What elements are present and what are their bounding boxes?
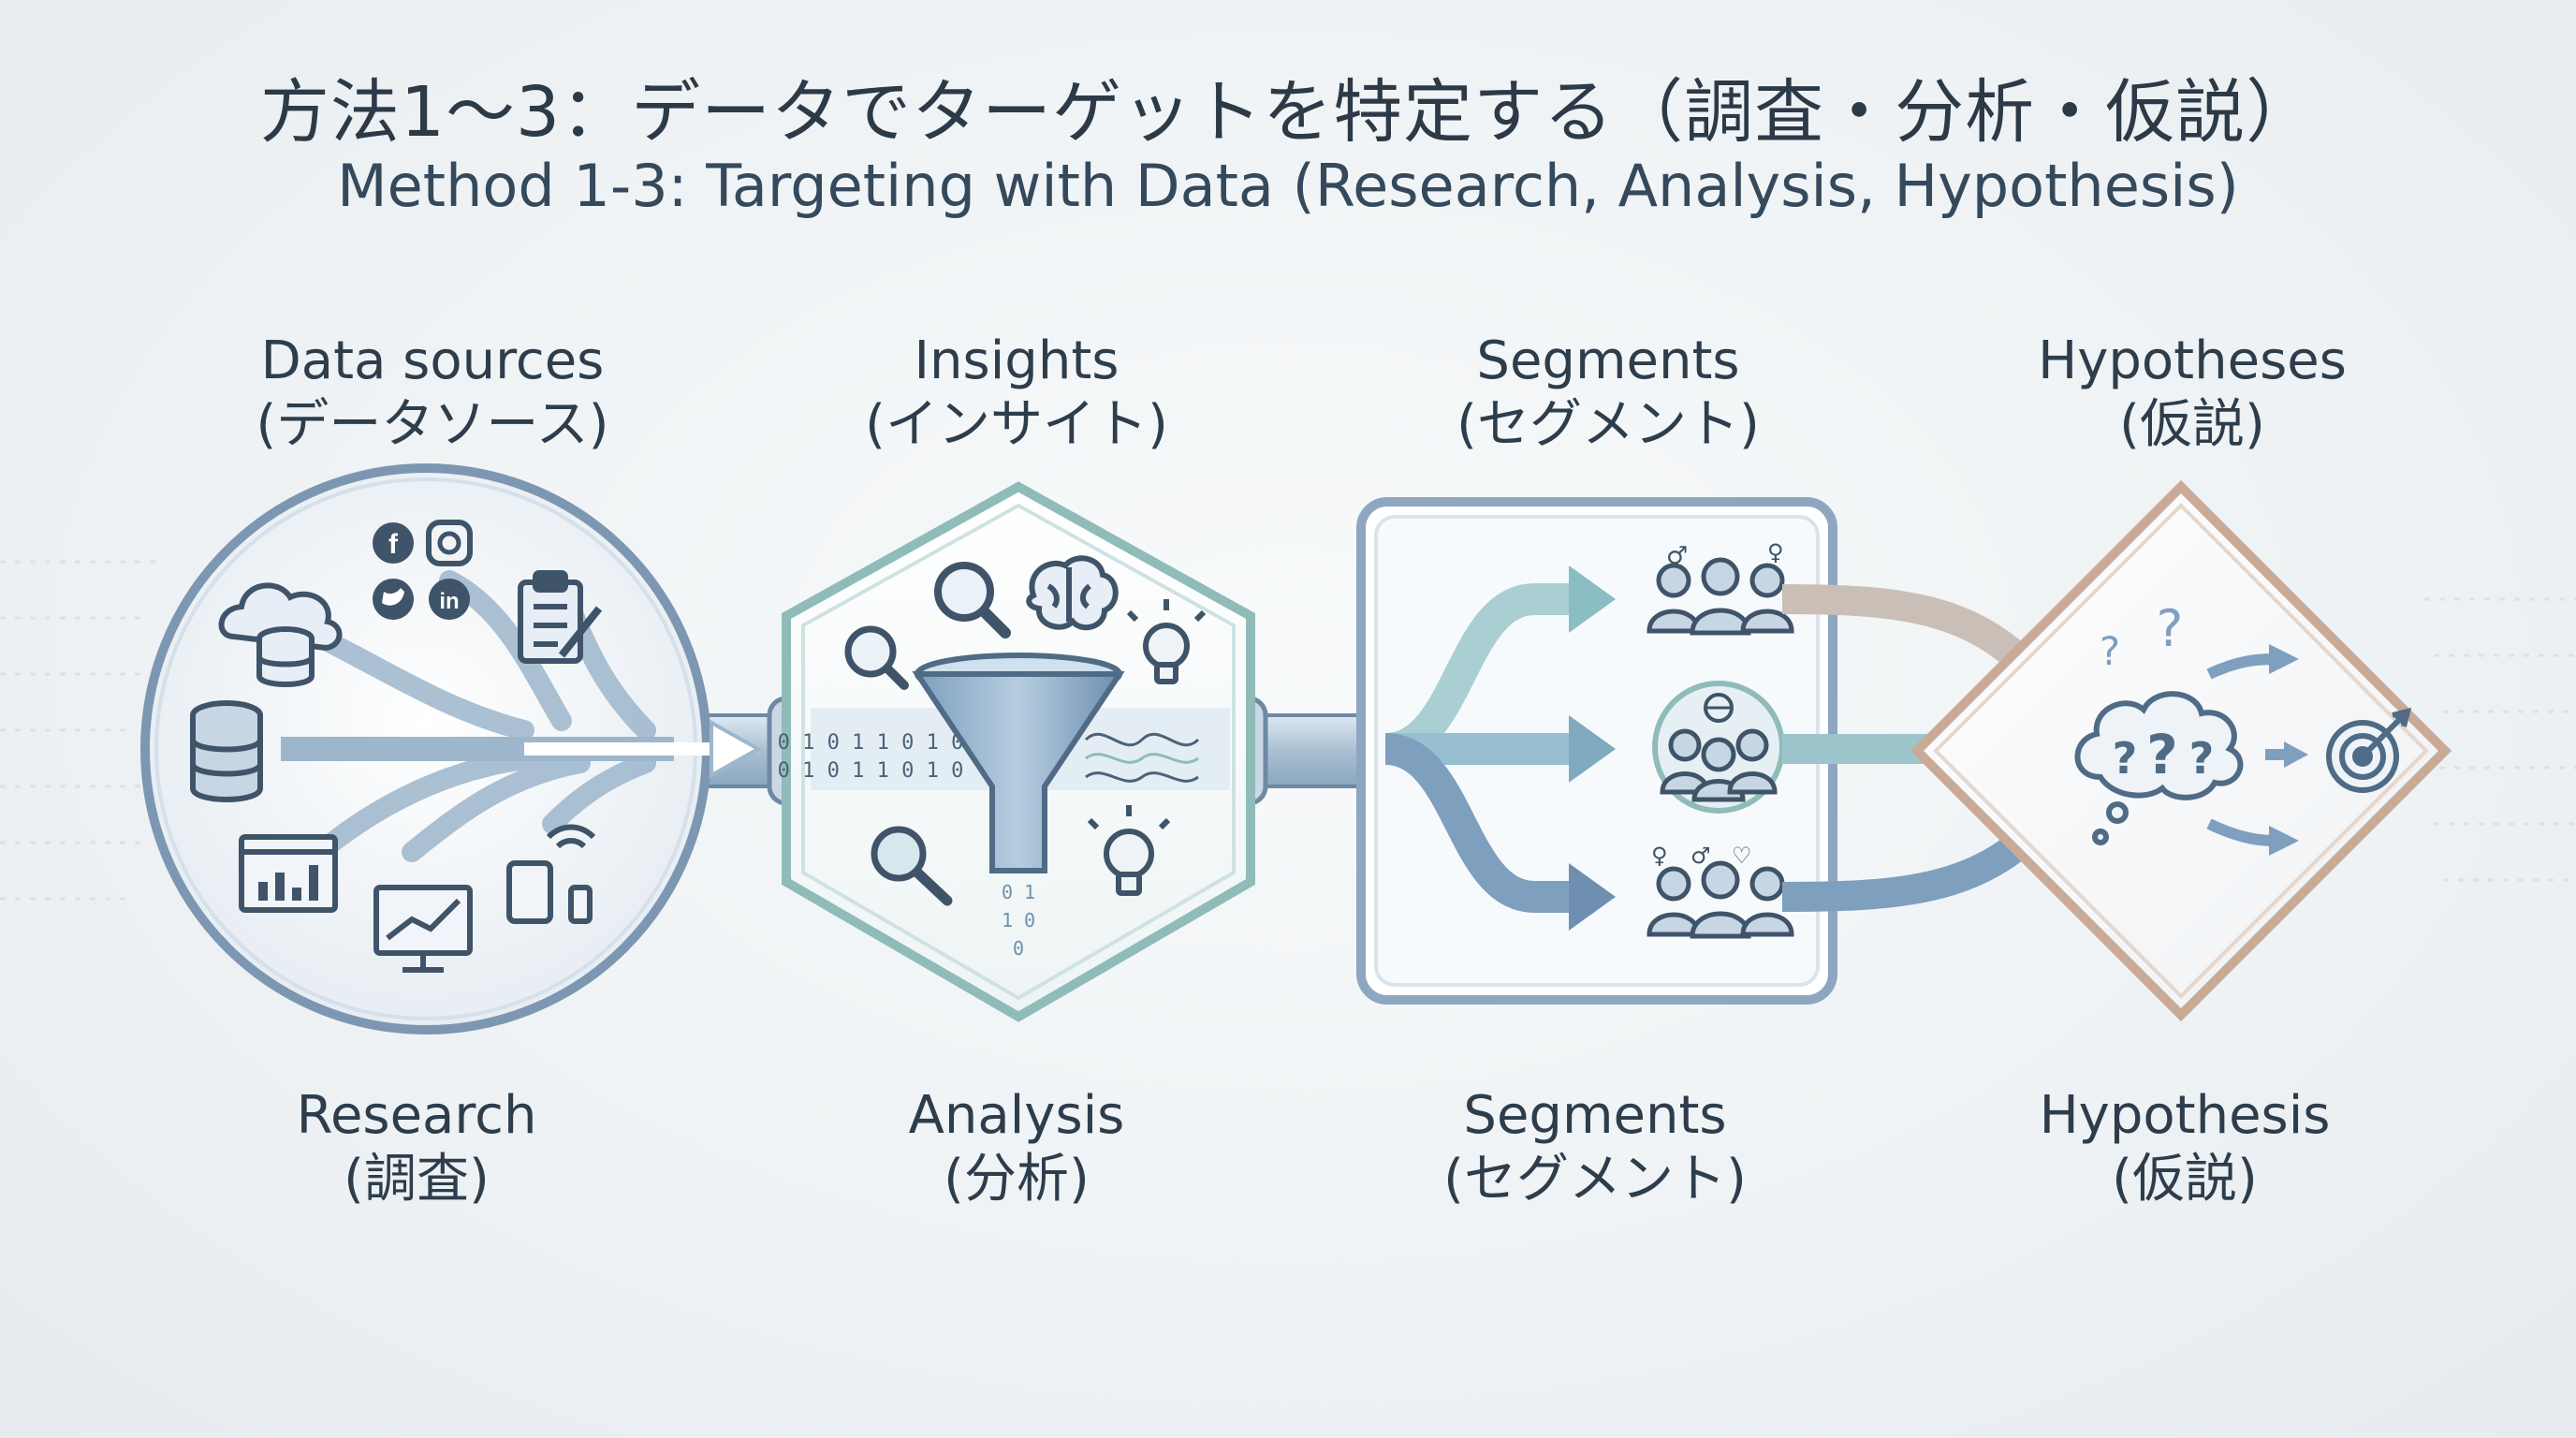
- social-icons: f in: [373, 520, 473, 620]
- magnifier-icon-small: [844, 625, 909, 690]
- label-insights: Insights (インサイト): [773, 330, 1260, 457]
- label-segments-bottom-ja: (セグメント): [1443, 1149, 1747, 1210]
- label-hypothesis-ja: (仮説): [2112, 1149, 2258, 1210]
- binary-stream-left: 0 1 0 1 1 0 1 0: [778, 731, 964, 755]
- label-analysis: Analysis (分析): [773, 1084, 1260, 1211]
- funnel-icon: 0 1 1 0 0: [912, 653, 1125, 960]
- label-insights-en: Insights: [914, 330, 1120, 391]
- question-mark-float-2: ?: [2157, 599, 2184, 658]
- svg-text:♂: ♂: [1666, 542, 1688, 570]
- label-research-en: Research: [296, 1085, 537, 1146]
- question-mark-3: ?: [2189, 733, 2215, 784]
- target-icon: [2326, 707, 2412, 793]
- devices-wifi-icon: [506, 824, 596, 924]
- magnifier-icon-large: [934, 562, 1011, 638]
- svg-text:f: f: [388, 529, 399, 560]
- people-group-icon-top: ♂ ♀: [1647, 539, 1794, 636]
- label-segments-bottom-en: Segments: [1463, 1085, 1727, 1146]
- svg-text:0 1: 0 1: [1002, 881, 1035, 903]
- svg-text:0: 0: [1013, 937, 1024, 960]
- label-hypotheses-ja: (仮説): [2119, 394, 2265, 455]
- question-mark-1: ?: [2113, 733, 2138, 784]
- label-analysis-ja: (分析): [944, 1149, 1090, 1210]
- label-analysis-en: Analysis: [908, 1085, 1125, 1146]
- title-english: Method 1-3: Targeting with Data (Researc…: [337, 152, 2239, 220]
- monitor-line-chart-icon: [373, 885, 473, 973]
- svg-text:in: in: [439, 589, 459, 614]
- label-hypotheses: Hypotheses (仮説): [1949, 330, 2436, 457]
- label-research: Research (調査): [173, 1084, 660, 1211]
- label-data-sources: Data sources (データソース): [189, 330, 676, 457]
- svg-text:1 0: 1 0: [1002, 909, 1035, 932]
- wave-lines: [1084, 732, 1200, 783]
- research-circle: f in: [140, 463, 763, 1034]
- label-segments-top-en: Segments: [1476, 330, 1740, 391]
- bar-chart-window-icon: [239, 834, 338, 913]
- svg-text:♀: ♀: [1767, 539, 1784, 565]
- label-hypothesis-en: Hypothesis: [2039, 1085, 2331, 1146]
- label-research-ja: (調査): [344, 1149, 490, 1210]
- label-data-sources-ja: (データソース): [256, 394, 609, 455]
- binary-stream-bottom: 0 1 0 1 1 0 1 0: [778, 759, 964, 783]
- magnifier-icon-bottom: [871, 826, 953, 906]
- label-segments-top-ja: (セグメント): [1456, 394, 1760, 455]
- label-segments-top: Segments (セグメント): [1365, 330, 1852, 457]
- segments-square: ♂ ♀ ♀ ♂ ♡: [1356, 497, 1837, 1005]
- label-hypotheses-en: Hypotheses: [2038, 330, 2347, 391]
- database-icon: [190, 700, 263, 802]
- analysis-hexagon: 0 1 0 1 1 0 1 0 0 1 0 1 1 0 1 0 0 1 1 0 …: [778, 481, 1255, 1022]
- brain-icon: [1026, 555, 1119, 631]
- label-insights-ja: (インサイト): [865, 394, 1168, 455]
- svg-text:♂: ♂: [1690, 843, 1711, 869]
- background-streaks: [0, 560, 2576, 901]
- thought-cloud-icon: [2074, 691, 2244, 845]
- question-mark-float-1: ?: [2100, 628, 2120, 674]
- cloud-database-icon: [218, 582, 343, 687]
- people-group-icon-bottom: ♀ ♂ ♡: [1647, 843, 1794, 939]
- title-japanese: 方法1〜3：データでターゲットを特定する（調査・分析・仮説）: [259, 72, 2317, 153]
- clipboard-checklist-icon: [518, 570, 603, 664]
- svg-text:♀: ♀: [1651, 843, 1668, 869]
- hypothesis-diamond: ? ? ? ? ?: [1910, 479, 2452, 1022]
- label-hypothesis: Hypothesis (仮説): [1941, 1084, 2428, 1211]
- svg-text:♡: ♡: [1732, 843, 1752, 869]
- lightbulb-icon-top: [1126, 599, 1207, 684]
- people-group-icon-middle: [1652, 681, 1785, 814]
- label-data-sources-en: Data sources: [260, 330, 605, 391]
- lightbulb-icon-bottom: [1087, 805, 1171, 896]
- question-mark-2: ?: [2146, 723, 2178, 786]
- label-segments-bottom: Segments (セグメント): [1352, 1084, 1838, 1211]
